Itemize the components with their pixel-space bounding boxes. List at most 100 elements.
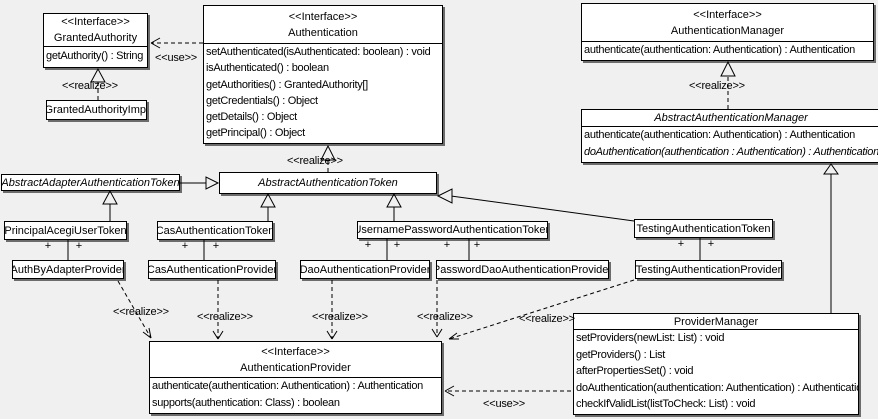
method-signature: authenticate(authentication: Authenticat… (152, 380, 423, 392)
method-signature: getPrincipal() : Object (206, 127, 305, 140)
class-header: <<Interface>> GrantedAuthority (44, 14, 147, 47)
method-signature: getCredentials() : Object (206, 94, 318, 107)
class-password-dao-authentication-provider: PasswordDaoAuthenticationProvider (436, 260, 609, 279)
method-signature: getAuthorities() : GrantedAuthority[] (206, 78, 368, 91)
generalization-principaltoken-adaptertoken (102, 189, 118, 221)
association-end-plus: + (212, 240, 220, 252)
association-end-plus: + (443, 239, 451, 251)
class-name: GrantedAuthorityImpl (47, 104, 146, 116)
class-name: AuthByAdapterProvider (13, 263, 123, 276)
realize-abstractauthmanager-authmanager (720, 60, 736, 109)
realize-testingprovider-authprovider (448, 279, 635, 340)
association-end-plus: + (473, 239, 481, 251)
method-signature: getAuthority() : String (46, 50, 144, 62)
stereotype-label: <<Interface>> (288, 10, 358, 23)
association-end-plus: + (677, 238, 685, 250)
realize-label: <<realize>> (113, 306, 169, 318)
class-username-password-authentication-token: UsernamePasswordAuthenticationToken (357, 221, 548, 239)
method-signature: authenticate(authentication: Authenticat… (584, 129, 855, 141)
realize-authbyadapterprovider-authprovider (117, 280, 152, 339)
class-header: <<Interface>> AuthenticationManager (582, 4, 873, 42)
association-end-plus: + (707, 238, 715, 250)
use-label: <<use>> (155, 52, 198, 64)
stereotype-label: <<Interface>> (61, 16, 130, 28)
association-end-plus: + (393, 239, 401, 251)
method-signature: getProviders() : List (576, 348, 666, 361)
generalization-adaptertoken-abstracttoken (180, 176, 220, 190)
class-dao-authentication-provider: DaoAuthenticationProvider (300, 260, 430, 279)
class-auth-by-adapter-provider: AuthByAdapterProvider (12, 260, 124, 279)
method-signature: setProviders(newList: List) : void (576, 332, 725, 344)
method-signature: doAuthentication(authentication : Authen… (584, 146, 878, 158)
class-name: TestingAuthenticationProvider (636, 263, 781, 276)
realize-label: <<realize>> (312, 311, 368, 323)
association-lines (67, 238, 701, 260)
class-abstract-adapter-authentication-token: AbstractAdapterAuthenticationToken (1, 174, 180, 191)
stereotype-label: <<Interface>> (261, 345, 330, 358)
class-header: ProviderManager (574, 314, 858, 330)
method-signature: afterPropertiesSet() : void (576, 365, 694, 378)
method-signature: setAuthenticated(isAuthenticated: boolea… (206, 46, 431, 58)
use-authentication-grantedauthority (150, 37, 203, 49)
realize-label: <<realize>> (689, 80, 745, 92)
use-providermanager-authprovider (444, 385, 571, 397)
class-header: <<Interface>> Authentication (204, 6, 442, 44)
class-header: AbstractAuthenticationManager (582, 110, 878, 127)
realize-label: <<realize>> (417, 311, 473, 323)
class-name: AbstractAuthenticationToken (258, 177, 398, 189)
class-name: ProviderManager (673, 315, 759, 328)
method-signature: authenticate(authentication: Authenticat… (584, 44, 855, 56)
class-name: PasswordDaoAuthenticationProvider (437, 263, 608, 276)
class-name: AuthenticationProvider (240, 361, 351, 374)
association-end-plus: + (364, 239, 372, 251)
class-name: PrincipalAcegiUserToken (5, 224, 126, 237)
class-principal-acegi-user-token: PrincipalAcegiUserToken (4, 221, 127, 240)
stereotype-label: <<Interface>> (693, 8, 762, 21)
class-testing-authentication-provider: TestingAuthenticationProvider (635, 260, 782, 279)
generalization-castoken-abstracttoken (260, 192, 276, 221)
class-testing-authentication-token: TestingAuthenticationToken (634, 219, 773, 238)
class-provider-manager: ProviderManager setProviders(newList: Li… (573, 313, 859, 415)
class-authentication: <<Interface>> Authentication setAuthenti… (203, 5, 443, 144)
method-signature: isAuthenticated() : boolean (206, 62, 329, 75)
association-end-plus: + (75, 240, 83, 252)
realize-label: <<realize>> (287, 155, 343, 167)
class-name: GrantedAuthority (53, 32, 138, 44)
class-name: CasAuthenticationToken (158, 224, 272, 237)
class-name: UsernamePasswordAuthenticationToken (358, 224, 547, 236)
method-signature: doAuthentication(authentication: Authent… (576, 381, 858, 394)
realize-label: <<realize>> (519, 313, 575, 325)
association-end-plus: + (44, 240, 52, 252)
generalization-providermanager-abstractauthmanager (823, 163, 839, 313)
class-name: AuthenticationManager (670, 24, 785, 37)
class-name: AbstractAdapterAuthenticationToken (2, 176, 179, 189)
realize-abstracttoken-authentication (320, 144, 336, 172)
class-abstract-authentication-manager: AbstractAuthenticationManager authentica… (581, 109, 878, 163)
class-cas-authentication-provider: CasAuthenticationProvider (148, 260, 276, 279)
class-granted-authority: <<Interface>> GrantedAuthority getAuthor… (43, 13, 148, 68)
realize-label: <<realize>> (62, 80, 118, 92)
class-name: DaoAuthenticationProvider (301, 263, 429, 276)
realize-grantedauthorityimpl-grantedauthority (90, 67, 106, 100)
class-cas-authentication-token: CasAuthenticationToken (157, 221, 273, 240)
realize-passworddaoprovider-authprovider (431, 280, 443, 338)
generalization-testingtoken-abstracttoken (436, 188, 635, 222)
method-signature: checkIfValidList(listToCheck: List) : vo… (576, 398, 756, 411)
realize-daoprovider-authprovider (326, 280, 338, 340)
use-label: <<use>> (483, 398, 526, 410)
association-end-plus: + (181, 240, 189, 252)
method-signature: supports(authentication: Class) : boolea… (152, 397, 340, 409)
class-name: AbstractAuthenticationManager (654, 111, 808, 124)
class-header: <<Interface>> AuthenticationProvider (150, 342, 441, 378)
class-name: CasAuthenticationProvider (149, 263, 275, 276)
class-authentication-provider: <<Interface>> AuthenticationProvider aut… (149, 341, 442, 414)
class-authentication-manager: <<Interface>> AuthenticationManager auth… (581, 3, 874, 61)
generalization-usernamepasswordtoken-abstracttoken (386, 192, 402, 221)
class-abstract-authentication-token: AbstractAuthenticationToken (219, 172, 437, 194)
class-name: Authentication (288, 26, 358, 39)
method-signature: getDetails() : Object (206, 111, 297, 124)
realize-label: <<realize>> (197, 311, 253, 323)
realize-casprovider-authprovider (212, 280, 224, 340)
